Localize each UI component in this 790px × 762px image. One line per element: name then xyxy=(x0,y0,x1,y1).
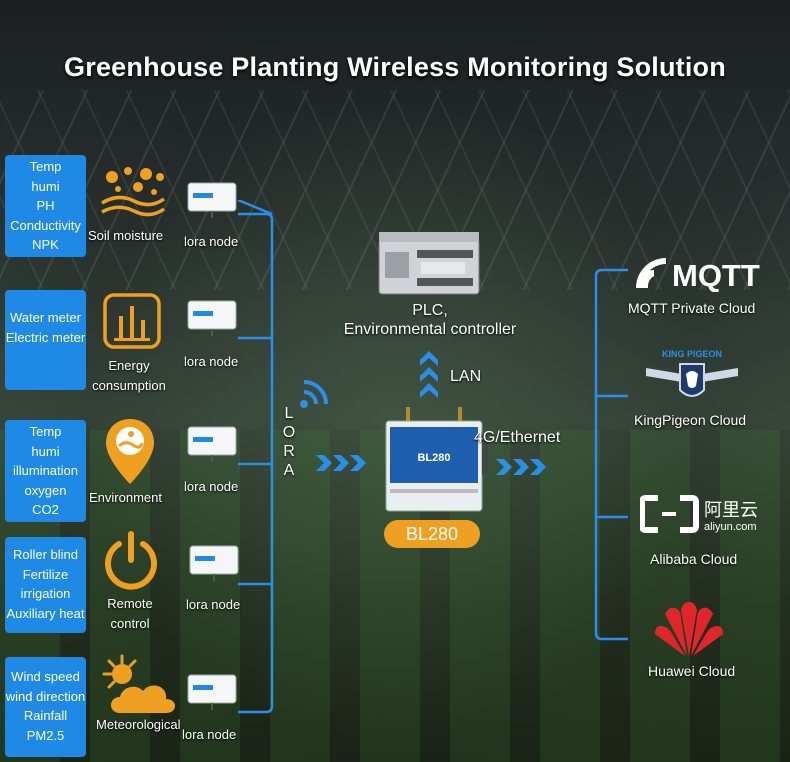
lora-node-device-icon xyxy=(187,674,237,710)
power-icon xyxy=(105,531,157,590)
plc-device-icon xyxy=(378,232,480,295)
param-label: illumination xyxy=(12,463,79,478)
plc-label-line: PLC, xyxy=(412,302,448,319)
lora-letter: A xyxy=(283,462,295,479)
param-label: Temp xyxy=(29,424,62,439)
param-label: PM2.5 xyxy=(26,727,65,743)
lora-node-label: lora node xyxy=(184,354,239,369)
category-line: consumption xyxy=(92,378,166,393)
cloud-label-mqtt: MQTT Private Cloud xyxy=(628,300,756,316)
param-label: Auxiliary heat xyxy=(6,605,85,621)
category-line: Remote xyxy=(107,596,153,611)
params-box-remote: Roller blind Fertilize irrigation Auxili… xyxy=(5,537,86,633)
chevron-right-arrows-icon xyxy=(496,459,546,475)
lora-vertical-label: L O R A xyxy=(282,404,296,480)
gateway-device-icon: BL280 xyxy=(385,407,488,512)
cloud-bus-lines xyxy=(594,268,628,641)
soil-moisture-icon xyxy=(101,167,166,217)
lan-label: LAN xyxy=(450,368,482,385)
mqtt-logo-icon: MQTT xyxy=(636,258,760,292)
param-label: humi xyxy=(31,178,60,194)
uplink-label: 4G/Ethernet xyxy=(474,429,561,446)
category-label-energy: Energy consumption xyxy=(88,356,170,396)
param-label: NPK xyxy=(32,237,59,252)
lora-letter: O xyxy=(282,424,296,441)
params-box-weather: Wind speed wind direction Rainfall PM2.5 xyxy=(5,657,86,757)
param-label: Fertilize xyxy=(22,566,69,582)
category-label-environment: Environment xyxy=(89,490,162,505)
aliyun-logo-subtext: aliyun.com xyxy=(704,521,757,533)
param-label: Temp xyxy=(29,159,62,174)
lora-node-device-icon xyxy=(187,182,237,218)
lora-node-device-icon xyxy=(187,300,237,336)
param-label: Wind speed xyxy=(11,669,80,684)
lora-node-label: lora node xyxy=(186,597,241,612)
cloud-label-huawei: Huawei Cloud xyxy=(648,663,736,679)
category-label-remote: Remote control xyxy=(100,594,160,634)
category-line: Energy xyxy=(108,358,150,373)
category-label-weather: Meteorological xyxy=(96,717,181,732)
param-label: humi xyxy=(31,443,60,459)
page-title: Greenhouse Planting Wireless Monitoring … xyxy=(64,52,726,82)
location-pin-icon xyxy=(106,419,154,484)
huawei-logo-icon xyxy=(655,602,723,656)
param-label: Rainfall xyxy=(23,708,68,723)
cloud-label-alibaba: Alibaba Cloud xyxy=(650,551,738,567)
plc-label-line: Environmental controller xyxy=(343,321,517,338)
param-label: irrigation xyxy=(20,586,71,601)
aliyun-logo-icon: 阿里云 aliyun.com xyxy=(640,495,758,533)
kingpigeon-logo-icon: KING PIGEON xyxy=(646,349,738,397)
kingpigeon-logo-text: KING PIGEON xyxy=(662,349,722,359)
lora-letter: R xyxy=(283,443,295,460)
params-box-energy: Water meter Electric meter xyxy=(5,290,86,390)
param-label: Electric meter xyxy=(5,329,86,345)
lora-node-label: lora node xyxy=(184,234,239,249)
param-label: Water meter xyxy=(9,310,82,325)
params-box-environment: Temp humi illumination oxygen CO2 xyxy=(5,420,86,522)
lora-node-device-icon xyxy=(187,426,237,462)
param-label: Roller blind xyxy=(12,547,79,562)
param-label: CO2 xyxy=(32,502,59,517)
lora-node-label: lora node xyxy=(184,479,239,494)
energy-chart-icon xyxy=(103,293,161,349)
param-label: PH xyxy=(36,198,55,213)
wireless-signal-icon xyxy=(300,380,328,408)
cloud-label-kingpigeon: KingPigeon Cloud xyxy=(634,412,747,428)
category-line: control xyxy=(110,616,150,631)
chevron-up-arrows-icon xyxy=(420,351,438,398)
lora-node-device-icon xyxy=(189,545,239,581)
category-label-soil: Soil moisture xyxy=(88,228,164,243)
lora-letter: L xyxy=(284,405,294,422)
chevron-right-arrows-icon xyxy=(316,455,366,471)
lora-bus-lines xyxy=(237,200,274,714)
param-label: oxygen xyxy=(24,482,67,498)
params-box-soil: Temp humi PH Conductivity NPK xyxy=(5,155,86,257)
aliyun-logo-text: 阿里云 xyxy=(704,500,758,521)
param-label: wind direction xyxy=(5,688,86,704)
gateway-device-text: BL280 xyxy=(417,452,450,464)
lora-node-label: lora node xyxy=(182,727,237,742)
param-label: Conductivity xyxy=(10,217,81,233)
plc-label: PLC, Environmental controller xyxy=(330,301,530,339)
mqtt-logo-text: MQTT xyxy=(672,258,760,292)
sun-cloud-icon xyxy=(102,654,175,713)
gateway-badge: BL280 xyxy=(384,520,480,548)
